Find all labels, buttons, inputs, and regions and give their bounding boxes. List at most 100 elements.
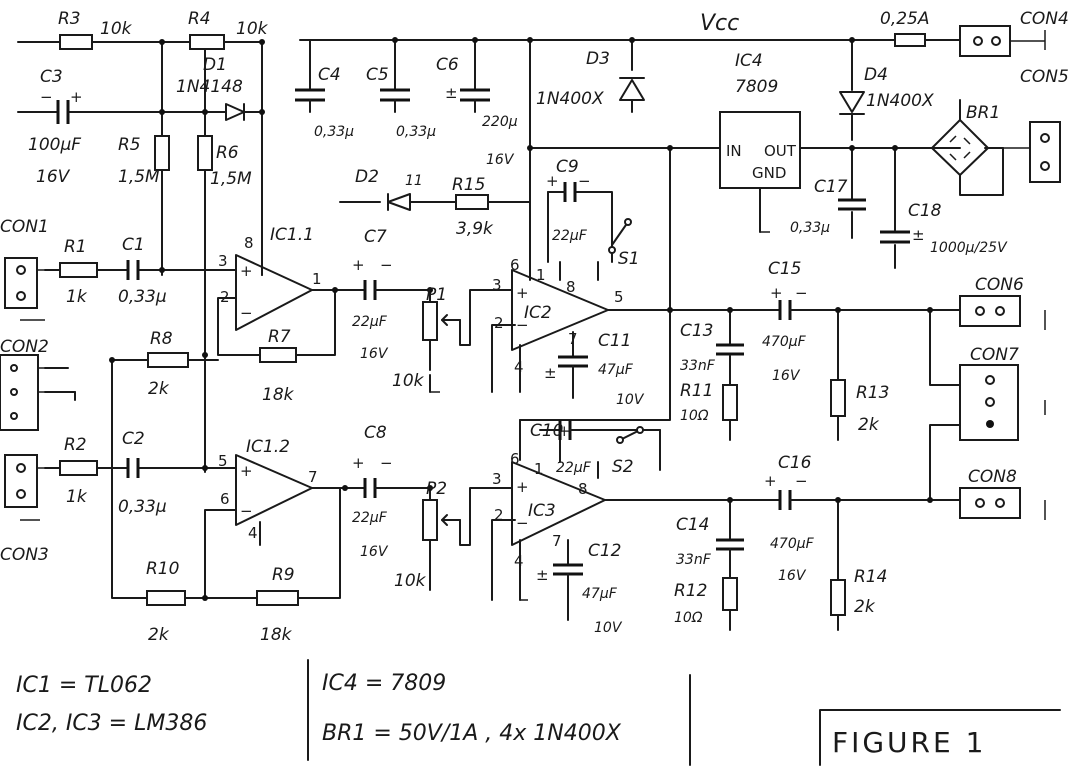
label-c4: C4 (318, 65, 341, 85)
svg-text:3: 3 (492, 276, 502, 294)
connector-con4-body (959, 25, 1011, 57)
note-ic23: IC2, IC3 = LM386 (16, 711, 207, 736)
diode-d4-symbol (839, 91, 865, 115)
opamp-ic12-triangle (235, 454, 313, 526)
fuse-symbol (894, 33, 926, 47)
svg-text:4: 4 (248, 524, 258, 542)
junction-dot (849, 145, 855, 151)
resistor-r6-body (197, 135, 213, 171)
label-c3-value: 100μF (28, 135, 81, 155)
label-r3-value: 10k (100, 19, 133, 39)
label-r14: R14 (854, 567, 887, 587)
label-c7-value: 22μF (352, 314, 388, 330)
junction-dot (392, 37, 398, 43)
junction-dot (427, 485, 433, 491)
resistor-r9-body (256, 590, 299, 606)
junction-dot (927, 497, 933, 503)
capacitor-c11-plates (558, 355, 588, 368)
label-c11: C11 (598, 331, 632, 351)
label-d1-value: 1N4148 (176, 77, 243, 97)
junction-dot (159, 267, 165, 273)
junction-dot (835, 497, 841, 503)
resistor-r10-body (146, 590, 186, 606)
label-d4: D4 (864, 65, 888, 85)
connectors (0, 25, 1061, 519)
svg-text:4: 4 (514, 358, 524, 376)
resistor-r5-body (154, 135, 170, 171)
label-r9-value: 18k (260, 625, 293, 645)
diodes: 11 (225, 77, 865, 211)
svg-text:2: 2 (220, 288, 230, 306)
label-ic4-part: 7809 (735, 77, 778, 97)
label-r12-value: 10Ω (674, 610, 703, 626)
capacitor-c8-plates (363, 478, 377, 498)
diode-d1-symbol (225, 103, 245, 121)
connector-con6-body (959, 295, 1021, 327)
resistor-r12-body (722, 577, 738, 611)
label-c6-voltage: 16V (486, 152, 515, 168)
label-c12: C12 (588, 541, 622, 561)
junction-dot (727, 497, 733, 503)
pot-p2-wiper (441, 514, 461, 526)
svg-text:+: + (352, 256, 365, 274)
label-con8: CON8 (968, 467, 1017, 487)
label-br1: BR1 (966, 103, 1000, 123)
label-d3-value: 1N400X (536, 89, 604, 109)
label-r13: R13 (856, 383, 889, 403)
junction-dot (342, 485, 348, 491)
svg-text:−: − (240, 502, 253, 520)
resistor-r15-body (455, 194, 489, 210)
label-c18: C18 (908, 201, 942, 221)
label-r10-value: 2k (148, 625, 170, 645)
label-r5-value: 1,5M (118, 167, 160, 187)
label-c18-value: 1000μ/25V (930, 240, 1008, 256)
junction-dot (159, 39, 165, 45)
label-d3: D3 (586, 49, 610, 69)
label-ic3: IC3 (528, 501, 556, 521)
label-c10: C10 (530, 421, 564, 441)
label-ic2: IC2 (524, 303, 552, 323)
capacitors: − + + − + − ± + − + ± ± + − + − ± (40, 84, 925, 591)
svg-text:2: 2 (494, 506, 504, 524)
junction-dot (259, 39, 265, 45)
junction-dot (727, 307, 733, 313)
label-c2-value: 0,33μ (118, 497, 167, 517)
svg-text:5: 5 (614, 288, 624, 306)
label-c4-value: 0,33μ (314, 124, 354, 140)
junction-dot (109, 357, 115, 363)
label-r2-value: 1k (66, 487, 88, 507)
resistor-r13-body (830, 379, 846, 417)
capacitor-c7-plates (363, 280, 377, 300)
svg-text:3: 3 (218, 252, 228, 270)
svg-text:−: − (516, 514, 529, 532)
junction-dot (159, 109, 165, 115)
svg-text:+: + (240, 262, 253, 280)
label-p1-value: 10k (392, 371, 425, 391)
svg-text:7: 7 (308, 468, 318, 486)
label-c3: C3 (40, 67, 63, 87)
label-c15-voltage: 16V (772, 368, 801, 384)
svg-text:+: + (770, 284, 783, 302)
pot-p2-body (422, 499, 438, 541)
component-labels: R3 10k R4 10k C3 100μF 16V D1 1N4148 R5 … (0, 9, 1068, 645)
resistor-r7-body (259, 347, 297, 363)
label-r9: R9 (272, 565, 295, 585)
svg-text:1: 1 (312, 270, 322, 288)
opamp-ic11-triangle (235, 254, 313, 331)
label-c12-value: 47μF (582, 586, 618, 602)
junction-dot (527, 37, 533, 43)
capacitor-c14-plates (716, 538, 744, 551)
label-r15-value: 3,9k (456, 219, 494, 239)
switch-s1-symbol (611, 221, 629, 251)
label-r11: R11 (680, 381, 713, 401)
label-r14-value: 2k (854, 597, 876, 617)
label-c15: C15 (768, 259, 802, 279)
label-c16-value: 470μF (770, 536, 815, 552)
svg-text:−: − (40, 88, 53, 106)
svg-text:+: + (764, 472, 777, 490)
resistor-r1-body (59, 262, 98, 278)
svg-text:−: − (578, 172, 591, 190)
pot-p1-wiper (441, 314, 461, 326)
label-ic4: IC4 (735, 51, 763, 71)
amp-ic3-triangle (511, 461, 606, 546)
